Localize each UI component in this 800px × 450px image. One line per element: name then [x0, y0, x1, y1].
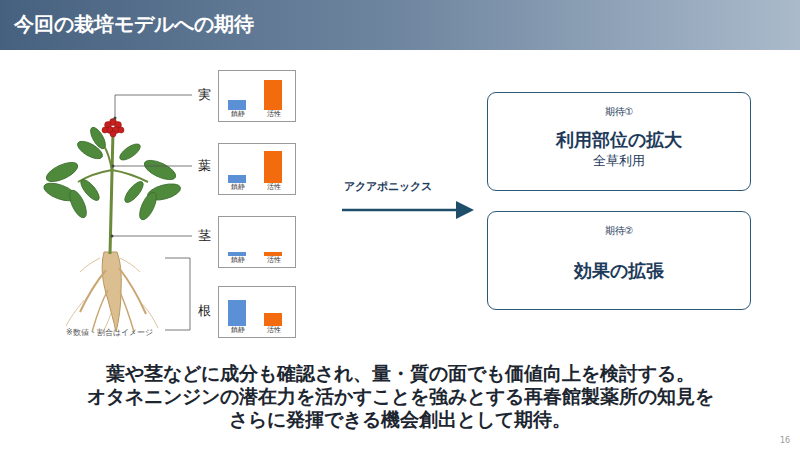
axis-label: 活性: [267, 183, 281, 192]
process-arrow: [342, 201, 474, 219]
part-label: 茎: [198, 228, 211, 244]
chart-frame: 鎮静 活性: [218, 143, 296, 195]
slide-title: 今回の栽培モデルへの期待: [14, 11, 254, 37]
box-heading: 期待②: [605, 224, 634, 238]
box-heading: 期待①: [605, 105, 634, 119]
part-label: 葉: [198, 158, 211, 174]
part-label: 実: [198, 87, 211, 103]
page-number: 16: [780, 436, 790, 446]
box-subtitle: 全草利用: [593, 152, 645, 170]
berries: [102, 119, 124, 137]
box-title: 利用部位の拡大: [556, 127, 682, 152]
chart-frame: 鎮静 活性: [218, 70, 296, 122]
expectation-box: 期待② 効果の拡張: [487, 211, 751, 310]
leaves: [42, 125, 183, 222]
title-band: 今回の栽培モデルへの期待: [0, 0, 800, 50]
chart-frame: 鎮静 活性: [218, 216, 296, 268]
root-drawing: [66, 252, 158, 334]
expectation-box: 期待① 利用部位の拡大全草利用: [487, 92, 751, 191]
leader-dots: [111, 117, 117, 238]
axis-label: 活性: [267, 256, 281, 265]
leader-lines: [112, 95, 192, 330]
arrow-label: アクアポニックス: [344, 180, 432, 194]
bars: [228, 80, 282, 326]
axis-label: 活性: [267, 110, 281, 119]
caption: 葉や茎などに成分も確認され、量・質の面でも価値向上を検討する。 オタネニンジンの…: [30, 362, 770, 431]
stem-drawing: [110, 132, 113, 254]
chart-frame: 鎮静 活性: [218, 286, 296, 338]
note: ※数値・割合はイメージ: [66, 328, 153, 338]
axis-label: 鎮静: [231, 110, 245, 119]
axis-label: 鎮静: [231, 256, 245, 265]
box-title: 効果の拡張: [574, 258, 664, 283]
axis-label: 鎮静: [231, 326, 245, 335]
axis-label: 鎮静: [231, 183, 245, 192]
part-label: 根: [198, 303, 211, 319]
axis-label: 活性: [267, 326, 281, 335]
